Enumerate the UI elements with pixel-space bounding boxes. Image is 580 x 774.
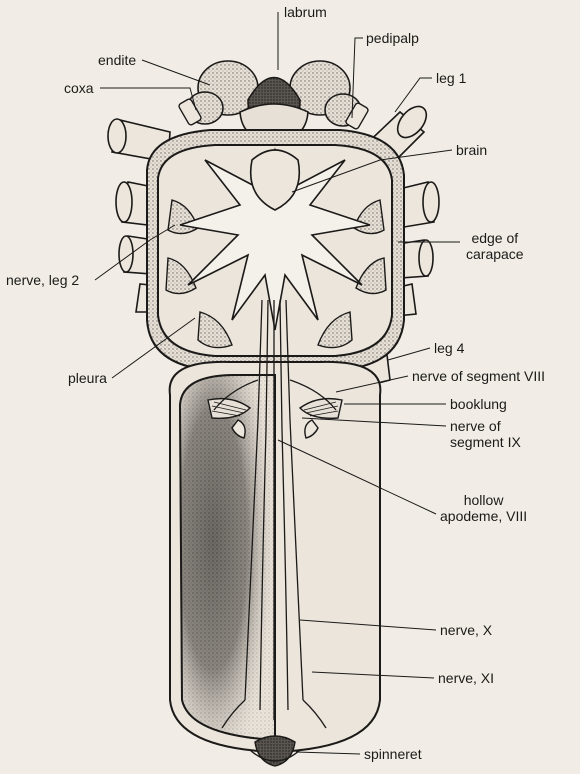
label-nerve-segment-viii: nerve of segment VIII (412, 368, 545, 384)
label-pleura: pleura (68, 370, 107, 386)
label-nerve-xi: nerve, XI (438, 670, 494, 686)
label-leg-1: leg 1 (436, 70, 466, 86)
label-coxa: coxa (64, 80, 94, 96)
label-nerve-segment-ix: nerve of segment IX (450, 418, 521, 450)
label-brain: brain (456, 142, 487, 158)
label-hollow-apodeme: hollow apodeme, VIII (440, 492, 527, 524)
label-pedipalp: pedipalp (366, 30, 419, 46)
label-labrum: labrum (284, 4, 327, 20)
spinneret-shape (250, 736, 300, 766)
label-leg-4: leg 4 (434, 340, 464, 356)
label-booklung: booklung (450, 396, 507, 412)
label-nerve-x: nerve, X (440, 622, 492, 638)
label-spinneret: spinneret (364, 746, 422, 762)
label-edge-of-carapace: edge of carapace (466, 230, 524, 262)
label-nerve-leg-2: nerve, leg 2 (6, 272, 79, 288)
label-endite: endite (98, 52, 136, 68)
